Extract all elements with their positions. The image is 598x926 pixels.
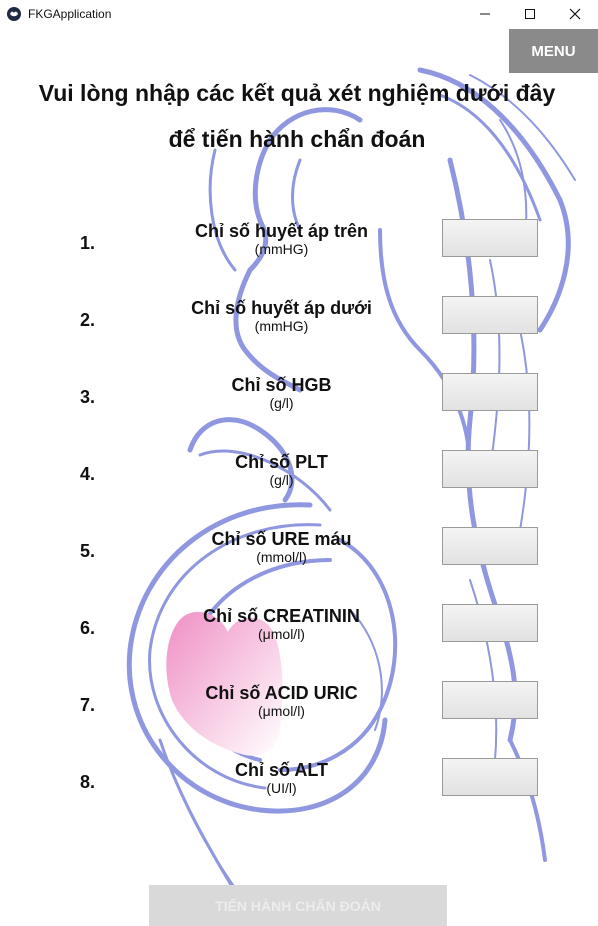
menu-button[interactable]: MENU: [509, 29, 598, 73]
hgb-input[interactable]: [442, 373, 538, 411]
field-unit: (μmol/l): [258, 626, 305, 642]
page-title-line-2: để tiến hành chẩn đoán: [168, 126, 426, 152]
field-name: Chỉ số ALT: [235, 760, 328, 780]
field-number: 7.: [80, 695, 96, 715]
maximize-button[interactable]: [507, 0, 553, 27]
field-number: 2.: [80, 310, 96, 330]
acid-uric-input[interactable]: [442, 681, 538, 719]
title-bar: FKGApplication: [0, 0, 598, 27]
field-number: 8.: [80, 772, 96, 792]
maximize-icon: [525, 8, 535, 19]
field-row-alt: 8. Chỉ số ALT (UI/l): [0, 756, 598, 816]
creatinin-input[interactable]: [442, 604, 538, 642]
field-unit: (mmHG): [254, 241, 309, 257]
minimize-button[interactable]: [462, 0, 508, 27]
plt-input[interactable]: [442, 450, 538, 488]
field-label: Chỉ số URE máu (mmol/l): [141, 529, 422, 565]
close-icon: [569, 8, 581, 19]
field-name: Chỉ số HGB: [231, 375, 332, 395]
field-label: Chỉ số ACID URIC (μmol/l): [141, 683, 422, 719]
window-title: FKGApplication: [28, 7, 112, 21]
field-unit: (UI/l): [266, 780, 297, 796]
field-unit: (mmHG): [254, 318, 309, 334]
minimize-icon: [480, 13, 490, 14]
page-title: Vui lòng nhập các kết quả xét nghiệm dướ…: [0, 70, 594, 162]
field-name: Chỉ số huyết áp trên: [194, 221, 369, 241]
field-row-acid-uric: 7. Chỉ số ACID URIC (μmol/l): [0, 679, 598, 739]
field-name: Chỉ số CREATININ: [203, 606, 360, 626]
systolic-input[interactable]: [442, 219, 538, 257]
field-label: Chỉ số ALT (UI/l): [141, 760, 422, 796]
page-title-line-1: Vui lòng nhập các kết quả xét nghiệm dướ…: [38, 80, 556, 106]
field-row-ure: 5. Chỉ số URE máu (mmol/l): [0, 525, 598, 585]
field-row-plt: 4. Chỉ số PLT (g/l): [0, 448, 598, 508]
field-label: Chỉ số HGB (g/l): [141, 375, 422, 411]
field-row-creatinin: 6. Chỉ số CREATININ (μmol/l): [0, 602, 598, 662]
app-icon: [7, 7, 21, 21]
field-name: Chỉ số PLT: [235, 452, 328, 472]
field-name: Chỉ số ACID URIC: [205, 683, 358, 703]
field-name: Chỉ số URE máu: [211, 529, 352, 549]
field-name: Chỉ số huyết áp dưới: [191, 298, 372, 318]
field-unit: (g/l): [269, 395, 294, 411]
field-number: 3.: [80, 387, 96, 407]
field-row-diastolic: 2. Chỉ số huyết áp dưới (mmHG): [0, 294, 598, 354]
field-unit: (mmol/l): [256, 549, 307, 565]
close-button[interactable]: [552, 0, 598, 27]
field-number: 4.: [80, 464, 96, 484]
field-row-hgb: 3. Chỉ số HGB (g/l): [0, 371, 598, 431]
field-unit: (g/l): [269, 472, 294, 488]
field-unit: (μmol/l): [258, 703, 305, 719]
field-number: 5.: [80, 541, 96, 561]
diastolic-input[interactable]: [442, 296, 538, 334]
field-label: Chỉ số PLT (g/l): [141, 452, 422, 488]
field-row-systolic: 1. Chỉ số huyết áp trên (mmHG): [0, 217, 598, 277]
ure-input[interactable]: [442, 527, 538, 565]
field-label: Chỉ số huyết áp dưới (mmHG): [141, 298, 422, 334]
field-label: Chỉ số CREATININ (μmol/l): [141, 606, 422, 642]
field-number: 6.: [80, 618, 96, 638]
field-number: 1.: [80, 233, 96, 253]
alt-input[interactable]: [442, 758, 538, 796]
field-label: Chỉ số huyết áp trên (mmHG): [141, 221, 422, 257]
diagnose-button[interactable]: TIẾN HÀNH CHẨN ĐOÁN: [149, 885, 447, 926]
